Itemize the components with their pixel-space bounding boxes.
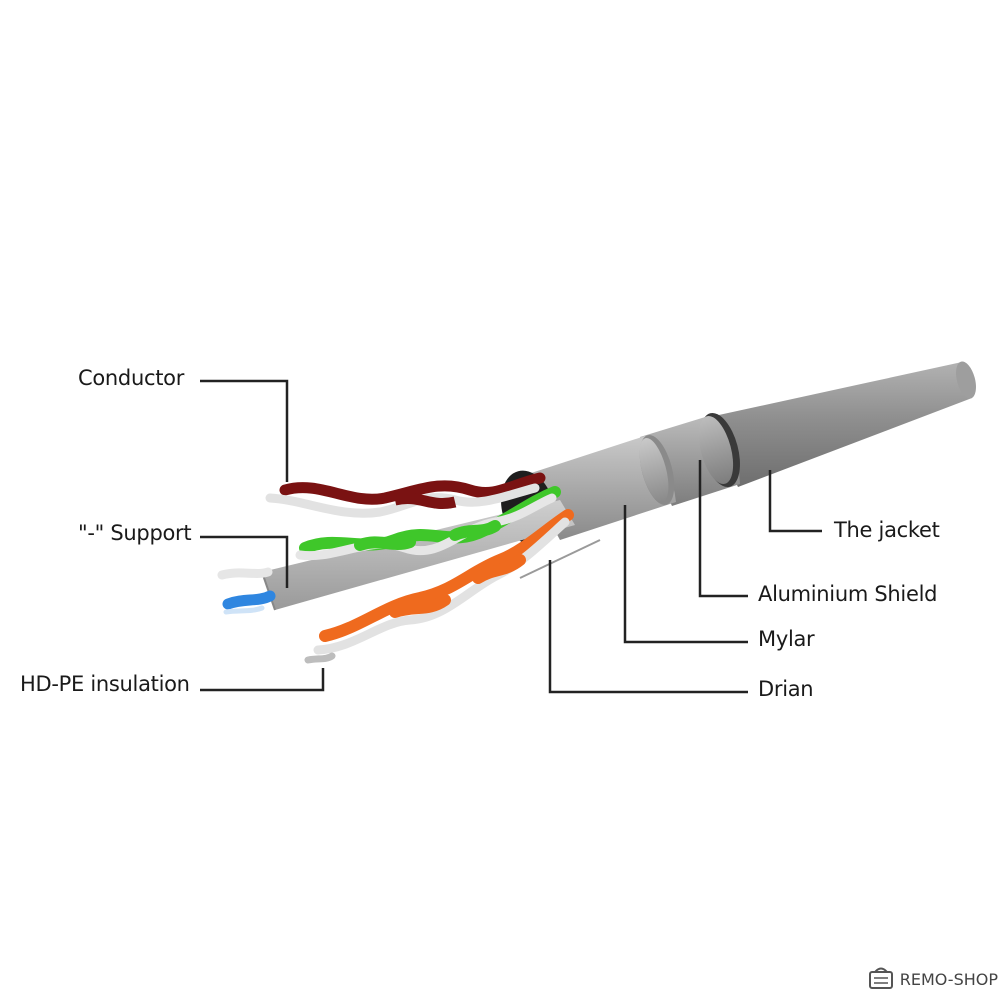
label-mylar: Mylar: [758, 627, 815, 651]
leader-hdpe: [200, 668, 325, 692]
leader-jacket: [768, 470, 822, 533]
shopping-cart-icon: [868, 967, 893, 989]
watermark-text: REMO-SHOP: [899, 969, 998, 989]
leader-lines: [200, 379, 822, 694]
aluminium-shield: [640, 413, 740, 506]
label-jacket: The jacket: [834, 518, 940, 542]
watermark: REMO-SHOP: [866, 964, 998, 994]
leader-support: [200, 535, 289, 588]
label-conductor: Conductor: [78, 366, 185, 390]
twisted-pair-orange: [304, 509, 574, 664]
leader-mylar: [623, 505, 748, 644]
cable-jacket: [705, 361, 976, 487]
label-aluminium-shield: Aluminium Shield: [758, 582, 938, 606]
twisted-pair-blue: [217, 567, 276, 615]
label-drain: Drian: [758, 677, 814, 701]
twisted-pair-green: [295, 486, 561, 561]
leader-conductor: [200, 379, 289, 482]
label-hdpe-insulation: HD-PE insulation: [20, 672, 190, 696]
label-support: "-" Support: [78, 521, 192, 545]
leader-shield: [698, 460, 748, 598]
leader-drain: [548, 560, 748, 694]
twisted-pair-brown: [265, 472, 546, 518]
drain-wire: [519, 539, 601, 579]
